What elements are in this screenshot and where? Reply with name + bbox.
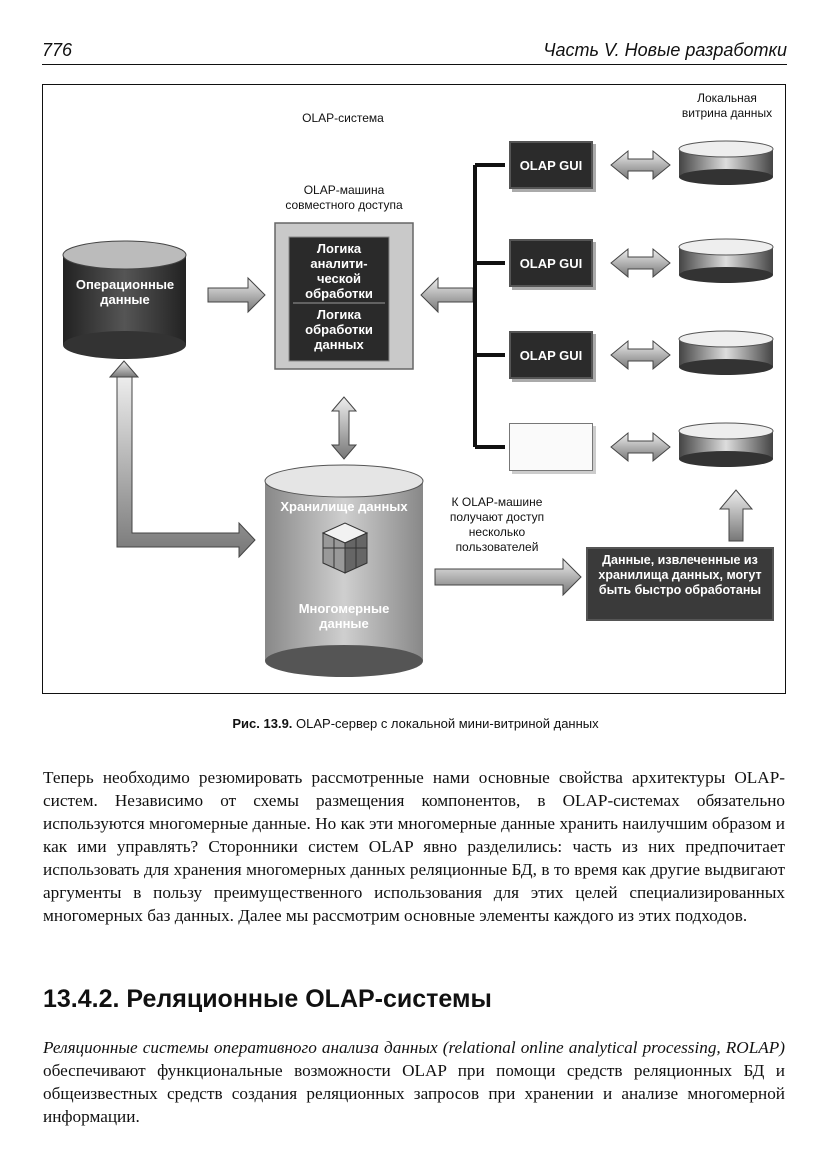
double-arrow-3 bbox=[610, 339, 671, 371]
double-arrow-4 bbox=[610, 431, 671, 463]
section-heading: 13.4.2. Реляционные OLAP-системы bbox=[43, 985, 492, 1013]
paragraph-rolap: Реляционные системы оперативного анализа… bbox=[43, 1036, 785, 1128]
figure-olap-server: OLAP-система OLAP-машина совместного дос… bbox=[42, 84, 786, 694]
running-title: Часть V. Новые разработки bbox=[543, 40, 787, 60]
rolap-description: обеспечивают функциональные возможности … bbox=[43, 1061, 785, 1126]
warehouse-cylinder bbox=[264, 464, 424, 677]
local-mart-disk-2 bbox=[678, 238, 774, 283]
cube-icon bbox=[321, 522, 369, 574]
arrow-operational-to-engine bbox=[207, 276, 266, 314]
double-arrow-2 bbox=[610, 247, 671, 279]
label-olap-system: OLAP-система bbox=[302, 111, 384, 125]
page-number: 776 bbox=[42, 40, 73, 60]
double-arrow-1 bbox=[610, 149, 671, 181]
local-mart-disk-1 bbox=[678, 140, 774, 185]
olap-engine-box bbox=[274, 222, 414, 370]
label-operational-data: Операционные данные bbox=[75, 277, 175, 307]
label-extracted-note: Данные, извлеченные из хранилища данных,… bbox=[598, 553, 762, 597]
operational-data-cylinder bbox=[62, 240, 187, 359]
local-mart-disk-4 bbox=[678, 422, 774, 467]
label-data-logic: Логика обработки данных bbox=[305, 307, 373, 352]
arrow-engine-warehouse bbox=[330, 396, 358, 460]
arrow-extracted-to-mart bbox=[718, 489, 754, 542]
arrow-bus-to-engine bbox=[420, 276, 474, 314]
olap-gui-box-1: OLAP GUI bbox=[509, 141, 593, 189]
caption-prefix: Рис. 13.9. bbox=[232, 716, 293, 731]
label-warehouse: Хранилище данных bbox=[280, 499, 408, 514]
paragraph-summary: Теперь необходимо резюмировать рассмотре… bbox=[43, 768, 785, 925]
label-olap-engine: OLAP-машина совместного доступа bbox=[285, 183, 403, 212]
label-multi-user-note: К OLAP-машине получают доступ несколько … bbox=[449, 495, 545, 554]
label-multidim: Многомерные данные bbox=[298, 601, 390, 631]
local-mart-disk-3 bbox=[678, 330, 774, 375]
page-header: 776 Часть V. Новые разработки bbox=[42, 38, 787, 65]
caption-text: OLAP-сервер с локальной мини-витриной да… bbox=[292, 716, 599, 731]
label-analysis-logic: Логика аналити- ческой обработки bbox=[305, 241, 373, 301]
olap-gui-box-3: OLAP GUI bbox=[509, 331, 593, 379]
label-local-mart: Локальная витрина данных bbox=[681, 91, 773, 120]
rolap-term: Реляционные системы оперативного анализа… bbox=[43, 1038, 785, 1057]
arrow-warehouse-to-extracted bbox=[434, 557, 582, 597]
empty-client-box bbox=[509, 423, 593, 471]
extracted-data-box bbox=[586, 547, 774, 621]
arrow-operational-to-warehouse bbox=[116, 374, 256, 559]
figure-diagram bbox=[62, 140, 774, 677]
olap-gui-box-2: OLAP GUI bbox=[509, 239, 593, 287]
figure-caption: Рис. 13.9. OLAP-сервер с локальной мини-… bbox=[0, 716, 831, 731]
